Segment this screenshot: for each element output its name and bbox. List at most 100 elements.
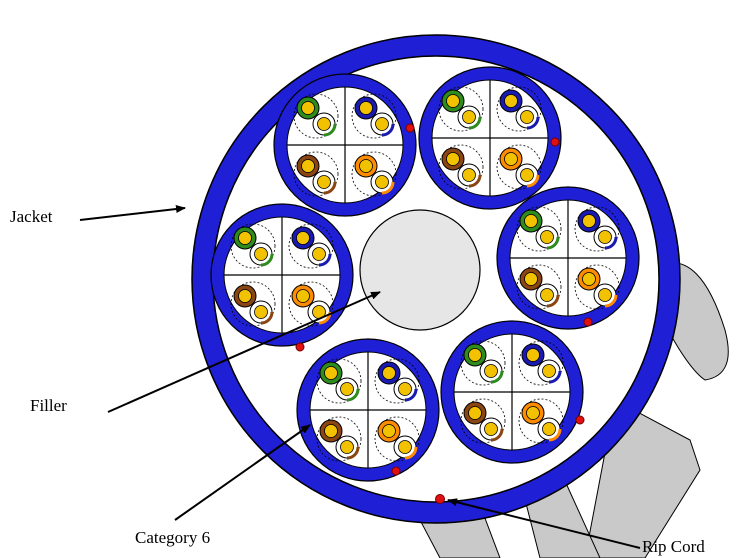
rip-cord-label: Rip Cord: [642, 537, 705, 556]
conductor-core: [504, 152, 518, 166]
pair-twist-outline: [574, 206, 620, 252]
pair-twist-outline: [518, 398, 564, 444]
twisted-pair-green: [230, 223, 276, 269]
conductor-core: [484, 364, 498, 378]
rip-cord-arrow: [447, 498, 641, 549]
pair-twist-outline: [351, 151, 397, 197]
pair-twist-outline: [230, 223, 276, 269]
pair-twist-outline: [230, 281, 276, 327]
subcable-rip-cord: [550, 137, 560, 147]
conductor-core: [582, 272, 596, 286]
twisted-pair-green: [316, 358, 362, 404]
subcable-category6-4: [210, 203, 354, 352]
subcable-category6-2: [418, 66, 562, 210]
pair-twist-outline: [293, 151, 339, 197]
twisted-pair-orange: [374, 416, 420, 462]
pair-twist-outline: [288, 223, 334, 269]
conductor-core: [340, 440, 354, 454]
twisted-pair-blue: [496, 86, 542, 132]
conductor-core: [524, 214, 538, 228]
conductor-stripe: [526, 116, 540, 130]
conductor-core: [582, 214, 596, 228]
pair-twist-outline: [496, 86, 542, 132]
conductor-stripe: [546, 236, 560, 250]
subcable-rip-cord: [575, 415, 585, 425]
twisted-pair-blue: [351, 93, 397, 139]
twisted-pair-green: [460, 340, 506, 386]
subcable-category6-6: [296, 338, 440, 482]
conductor-core: [238, 289, 252, 303]
conductor-core: [462, 168, 476, 182]
conductor-core: [301, 101, 315, 115]
conductor-stripe: [404, 446, 418, 460]
conductor-core: [468, 406, 482, 420]
pair-twist-outline: [374, 358, 420, 404]
subcable-rip-cord: [295, 342, 305, 352]
pair-twist-outline: [316, 358, 362, 404]
conductor-core: [468, 348, 482, 362]
pair-twist-outline: [438, 86, 484, 132]
conductor-core: [398, 440, 412, 454]
pair-twist-outline: [516, 264, 562, 310]
pair-twist-outline: [460, 398, 506, 444]
twisted-pair-brown: [516, 264, 562, 310]
conductor-core: [317, 175, 331, 189]
subcable-rip-cord: [391, 466, 401, 476]
conductor-core: [340, 382, 354, 396]
pair-twist-outline: [438, 144, 484, 190]
conductor-core: [504, 94, 518, 108]
conductor-core: [375, 175, 389, 189]
conductor-core: [540, 288, 554, 302]
subcables-group: [210, 66, 640, 482]
twisted-pair-orange: [351, 151, 397, 197]
pair-twist-outline: [374, 416, 420, 462]
conductor-stripe: [260, 253, 274, 267]
subcable-rip-cord: [583, 317, 593, 327]
conductor-core: [382, 366, 396, 380]
conductor-core: [598, 288, 612, 302]
twisted-pair-brown: [230, 281, 276, 327]
conductor-core: [542, 422, 556, 436]
twisted-pair-brown: [438, 144, 484, 190]
conductor-core: [520, 168, 534, 182]
twisted-pair-brown: [460, 398, 506, 444]
filler-arrow: [107, 291, 381, 413]
conductor-core: [462, 110, 476, 124]
conductor-core: [524, 272, 538, 286]
conductor-core: [520, 110, 534, 124]
filler: [359, 209, 481, 331]
pair-twist-outline: [293, 93, 339, 139]
conductor-core: [324, 366, 338, 380]
twisted-pair-orange: [496, 144, 542, 190]
conductor-stripe: [260, 311, 274, 325]
subcable-category6-1: [273, 73, 417, 217]
conductor-stripe: [468, 116, 482, 130]
subcable-rip-cord: [405, 123, 415, 133]
conductor-stripe: [381, 123, 395, 137]
conductor-stripe: [546, 294, 560, 308]
conductor-core: [296, 289, 310, 303]
conductor-core: [359, 159, 373, 173]
category-arrow: [174, 424, 311, 521]
conductor-core: [254, 305, 268, 319]
filler-label: Filler: [30, 396, 67, 415]
pair-twist-outline: [351, 93, 397, 139]
conductor-stripe: [548, 428, 562, 442]
conductor-core: [375, 117, 389, 131]
conductor-core: [446, 152, 460, 166]
conductor-stripe: [490, 428, 504, 442]
pair-twist-outline: [516, 206, 562, 252]
conductor-core: [446, 94, 460, 108]
conductor-stripe: [468, 174, 482, 188]
twisted-pair-green: [516, 206, 562, 252]
conductor-stripe: [346, 446, 360, 460]
conductor-stripe: [346, 388, 360, 402]
conductor-stripe: [404, 388, 418, 402]
pair-twist-outline: [316, 416, 362, 462]
twisted-pair-orange: [574, 264, 620, 310]
conductor-stripe: [526, 174, 540, 188]
conductor-core: [301, 159, 315, 173]
conductor-stripe: [318, 253, 332, 267]
conductor-stripe: [323, 123, 337, 137]
